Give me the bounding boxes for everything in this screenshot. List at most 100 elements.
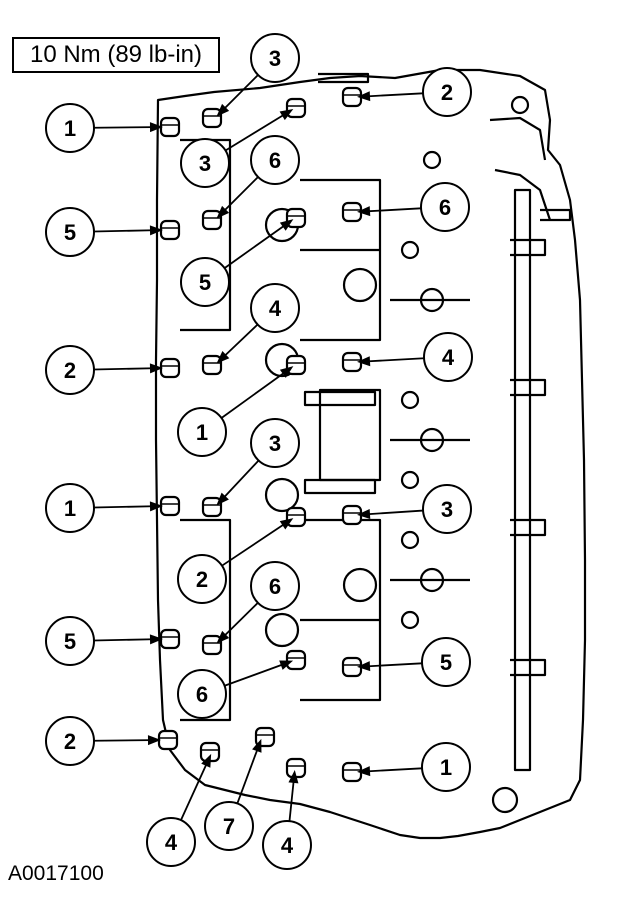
leader-arrowhead xyxy=(149,501,164,512)
callout-circle xyxy=(250,561,300,611)
callout-number: 5 xyxy=(199,270,211,295)
flange-tab-4 xyxy=(510,658,547,677)
callout-circle xyxy=(421,637,471,687)
boss-6 xyxy=(419,427,445,453)
callout-circle xyxy=(45,103,95,153)
boss-11 xyxy=(491,786,519,814)
callout-number: 1 xyxy=(64,116,76,141)
leader-arrowhead xyxy=(356,91,371,102)
bolt-head xyxy=(201,634,223,656)
callout-number: 1 xyxy=(440,755,452,780)
spark-well-4 xyxy=(264,612,300,648)
boss-9 xyxy=(400,530,420,550)
bolt-head-shape xyxy=(285,506,307,528)
boss-4 xyxy=(419,287,445,313)
cam-bore-1 xyxy=(342,267,378,303)
leader-line xyxy=(222,176,259,213)
bolt-head xyxy=(285,757,307,779)
callout-circle xyxy=(422,484,472,534)
leader-line xyxy=(288,779,295,822)
leader-arrowhead xyxy=(279,518,294,530)
top-bracket xyxy=(318,72,370,84)
callout-number: 2 xyxy=(64,729,76,754)
leader-line xyxy=(224,224,286,269)
callout-circle xyxy=(45,483,95,533)
cam-journal-right-2 xyxy=(300,518,382,702)
boss-10 xyxy=(400,610,420,630)
bolt-head xyxy=(285,207,307,229)
bolt-head-shape xyxy=(285,757,307,779)
leader-arrowhead xyxy=(356,661,371,672)
leader-line xyxy=(366,509,424,516)
callout-circle xyxy=(146,817,196,867)
leader-line xyxy=(93,505,154,509)
callout-number: 2 xyxy=(441,80,453,105)
leader-arrowhead xyxy=(279,660,294,670)
leader-arrowhead xyxy=(216,351,230,364)
leader-arrowhead xyxy=(356,356,371,367)
callout-number: 3 xyxy=(269,46,281,71)
leader-arrowhead xyxy=(279,366,294,378)
callout-number: 7 xyxy=(223,814,235,839)
leader-line xyxy=(222,459,260,499)
callout-circle xyxy=(180,138,230,188)
bolt-head xyxy=(201,209,223,231)
bolt-head-shape xyxy=(285,649,307,671)
flange-tab-2 xyxy=(510,378,547,397)
leader-arrowhead xyxy=(149,634,164,645)
leader-arrowhead xyxy=(288,769,299,784)
cam-cap-2 xyxy=(303,478,377,495)
bolt-head xyxy=(201,496,223,518)
boss-5 xyxy=(400,390,420,410)
flange-tab-1 xyxy=(510,238,547,257)
bolt-head xyxy=(159,628,181,650)
bolt-head xyxy=(285,649,307,671)
bolt-head-shape xyxy=(159,628,181,650)
leader-line xyxy=(93,739,152,742)
rib-2 xyxy=(390,298,470,582)
callout-circle xyxy=(262,820,312,870)
callout-circle xyxy=(45,616,95,666)
bolt-head-shape xyxy=(201,496,223,518)
callout-number: 5 xyxy=(64,220,76,245)
leader-arrowhead xyxy=(356,766,371,777)
bolt-head xyxy=(341,351,363,373)
callout-number: 2 xyxy=(196,567,208,592)
rib-1 xyxy=(300,248,380,622)
bolt-head xyxy=(285,97,307,119)
bolt-head-shape xyxy=(159,116,181,138)
leader-arrowhead xyxy=(252,738,262,753)
leader-line xyxy=(93,126,154,129)
callout-number: 6 xyxy=(196,682,208,707)
cylinder-head xyxy=(154,68,587,840)
callout-number: 4 xyxy=(165,830,178,855)
callout-circle xyxy=(204,801,254,851)
leader-arrowhead xyxy=(279,219,294,231)
bolt-head-shape xyxy=(285,97,307,119)
callout-circle xyxy=(422,67,472,117)
leader-arrowhead xyxy=(356,509,371,520)
bolt-head xyxy=(159,116,181,138)
callout-number: 4 xyxy=(269,296,282,321)
leader-arrowhead xyxy=(216,205,230,219)
leader-arrowhead xyxy=(356,206,371,217)
callout-number: 1 xyxy=(64,496,76,521)
leader-arrowhead xyxy=(147,735,162,746)
intake-side-ridge xyxy=(489,116,552,221)
bolt-head xyxy=(159,495,181,517)
bolt-head-shape xyxy=(201,634,223,656)
bolt-head xyxy=(157,729,179,751)
callout-circle xyxy=(177,407,227,457)
callout-circle xyxy=(250,33,300,83)
leader-line xyxy=(221,522,286,567)
leader-arrowhead xyxy=(149,363,164,374)
callout-circle xyxy=(45,207,95,257)
callout-circle xyxy=(180,257,230,307)
bolt-head-shape xyxy=(201,354,223,376)
bolt-head-shape xyxy=(285,207,307,229)
bolt-group xyxy=(157,86,363,783)
exhaust-flange xyxy=(513,188,532,772)
callout-circle xyxy=(250,418,300,468)
